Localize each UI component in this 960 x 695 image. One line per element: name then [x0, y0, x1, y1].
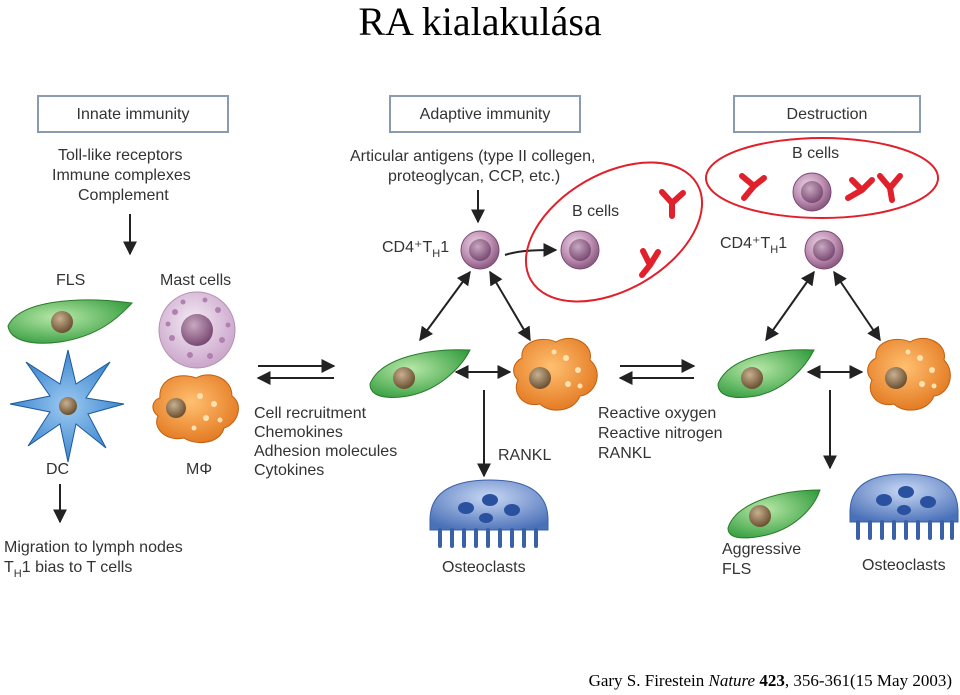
mast-cell [158, 291, 236, 369]
fls-cell-destruction [717, 349, 815, 398]
osteoclasts-label-2: Osteoclasts [862, 557, 946, 574]
migration-h: H [14, 568, 22, 580]
osteoclast-cell-1 [429, 479, 549, 548]
innate-immunity-box: Innate immunity [37, 95, 229, 133]
citation-author: Gary S. Firestein [588, 671, 709, 690]
t-to-b-arrow [504, 243, 558, 258]
adaptive-immunity-box: Adaptive immunity [389, 95, 581, 133]
cd4-text-1: CD4⁺T [382, 239, 432, 256]
macrophage-cell-adaptive [513, 337, 598, 411]
migration-line-1: Migration to lymph nodes [4, 539, 183, 556]
cd4-t-cell-2 [804, 230, 844, 270]
migration-rest: 1 bias to T cells [22, 559, 133, 576]
rankl-label-2: RANKL [598, 445, 651, 462]
citation-volume: 423 [755, 671, 785, 690]
fls-label: FLS [56, 272, 85, 289]
th-one-1: 1 [440, 239, 449, 256]
equilibrium-arrows-left [256, 359, 336, 385]
mast-cells-label: Mast cells [160, 272, 231, 289]
osteoclasts-label-1: Osteoclasts [442, 559, 526, 576]
tcell-fls-arrow-1 [419, 270, 471, 342]
cd4-t-cell-1 [460, 230, 500, 270]
citation-pages: , 356-361(15 May 2003) [784, 671, 952, 690]
reactive-nitrogen: Reactive nitrogen [598, 425, 723, 442]
citation-journal: Nature [708, 671, 756, 690]
dendritic-cell [9, 349, 125, 463]
citation: Gary S. Firestein Nature 423, 356-361(15… [589, 671, 952, 691]
innate-item-complement: Complement [78, 187, 169, 204]
tcell-mac-arrow-1 [489, 270, 531, 342]
destruction-label: Destruction [787, 106, 868, 123]
migration-t: T [4, 559, 14, 576]
cd4-th1-label-1: CD4⁺TH1 [382, 239, 449, 260]
aggressive-fls-cell [727, 489, 821, 539]
b-cell-1 [560, 230, 600, 270]
reactive-oxygen: Reactive oxygen [598, 405, 716, 422]
dc-label: DC [46, 461, 69, 478]
slide-title: RA kialakulása [358, 0, 602, 44]
innate-item-toll: Toll-like receptors [58, 147, 182, 164]
tcell-fls-arrow-2 [765, 270, 815, 342]
b-cells-label-2: B cells [792, 145, 839, 162]
equilibrium-arrows-right [618, 359, 696, 385]
fls-cell-adaptive [369, 349, 471, 398]
b-cell-2 [792, 172, 832, 212]
osteoclast-cell-2 [849, 473, 959, 540]
antigens-line-1: Articular antigens (type II collegen, [350, 148, 595, 165]
tcell-mac-arrow-2 [833, 270, 881, 342]
migration-line-2: TH1 bias to T cells [4, 559, 132, 580]
mediator-chemokines: Chemokines [254, 424, 343, 441]
b-cell-highlight-ellipse-1 [524, 161, 704, 303]
adaptive-immunity-label: Adaptive immunity [420, 106, 551, 123]
macrophage-label: MΦ [186, 461, 212, 478]
destruction-box: Destruction [733, 95, 921, 133]
cd4-text-2: CD4⁺T [720, 235, 770, 252]
th-sub-1: H [432, 248, 440, 260]
b-cell-highlight-ellipse-2 [705, 137, 939, 219]
antibody-icon-1 [639, 189, 686, 278]
th-sub-2: H [770, 244, 778, 256]
aggressive-fls-label: FLS [722, 561, 751, 578]
macrophage-cell-destruction [867, 337, 951, 411]
fls-cell [7, 299, 134, 344]
mediator-cytokines: Cytokines [254, 462, 324, 479]
innate-immunity-label: Innate immunity [77, 106, 190, 123]
cd4-th1-label-2: CD4⁺TH1 [720, 235, 787, 256]
aggressive-label: Aggressive [722, 541, 801, 558]
rankl-label-1: RANKL [498, 447, 551, 464]
th-one-2: 1 [778, 235, 787, 252]
antibody-icon-2 [739, 173, 903, 203]
innate-item-complexes: Immune complexes [52, 167, 191, 184]
antigens-line-2: proteoglycan, CCP, etc.) [388, 168, 560, 185]
macrophage-cell [152, 374, 239, 444]
mediator-cell-recruitment: Cell recruitment [254, 405, 367, 422]
mediator-adhesion: Adhesion molecules [254, 443, 397, 460]
b-cells-label-1: B cells [572, 203, 619, 220]
